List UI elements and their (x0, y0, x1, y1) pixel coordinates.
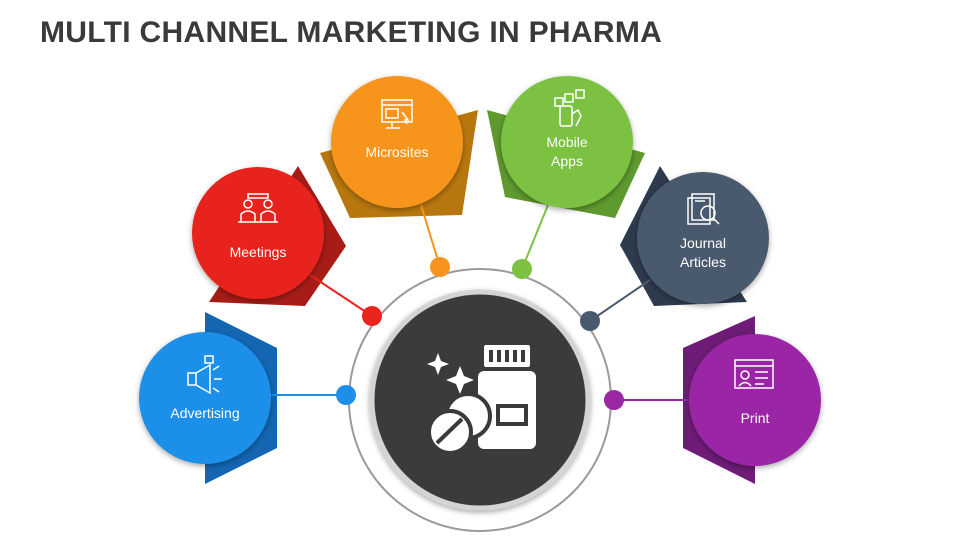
channel-meetings-connector (309, 274, 373, 317)
channel-advertising-label: Advertising (170, 405, 239, 421)
channel-mobile-apps-label-2: Apps (551, 153, 583, 169)
printed-profile-icon (734, 359, 774, 389)
channel-journal-articles-label-1: Journal (680, 235, 726, 251)
channel-advertising-dot (336, 385, 356, 405)
journal-search-icon (687, 193, 720, 225)
channel-mobile-apps-circle (501, 76, 633, 208)
channel-microsites[interactable]: Microsites (320, 76, 478, 277)
channel-microsites-connector (420, 204, 441, 268)
mobile-apps-icon (554, 89, 585, 127)
channel-journal-articles[interactable]: Journal Articles (580, 166, 769, 331)
channel-print-dot (604, 390, 624, 410)
channel-print-circle (689, 334, 821, 466)
channel-mobile-apps-label-1: Mobile (546, 134, 587, 150)
channel-print-label: Print (741, 410, 770, 426)
channel-journal-articles-dot (580, 311, 600, 331)
channel-journal-articles-label-2: Articles (680, 254, 726, 270)
channel-print[interactable]: Print (604, 316, 821, 484)
channel-meetings-label: Meetings (230, 244, 287, 260)
channel-journal-articles-circle (637, 172, 769, 304)
meeting-people-icon (238, 193, 278, 223)
channel-advertising[interactable]: Advertising (139, 312, 356, 484)
page-title: MULTI CHANNEL MARKETING IN PHARMA (40, 16, 663, 49)
channel-mobile-apps[interactable]: Mobile Apps (487, 76, 645, 279)
channel-journal-articles-connector (589, 279, 651, 322)
channel-microsites-dot (430, 257, 450, 277)
channel-mobile-apps-connector (521, 204, 549, 270)
pill-bottle-and-tablets-icon (427, 345, 536, 455)
megaphone-icon (187, 355, 222, 395)
channel-meetings[interactable]: Meetings (192, 166, 382, 326)
website-monitor-icon (381, 99, 413, 129)
channel-meetings-dot (362, 306, 382, 326)
channel-mobile-apps-dot (512, 259, 532, 279)
channel-microsites-circle (331, 76, 463, 208)
channel-advertising-circle (139, 332, 271, 464)
channel-microsites-label: Microsites (365, 144, 428, 160)
channel-meetings-circle (192, 167, 324, 299)
